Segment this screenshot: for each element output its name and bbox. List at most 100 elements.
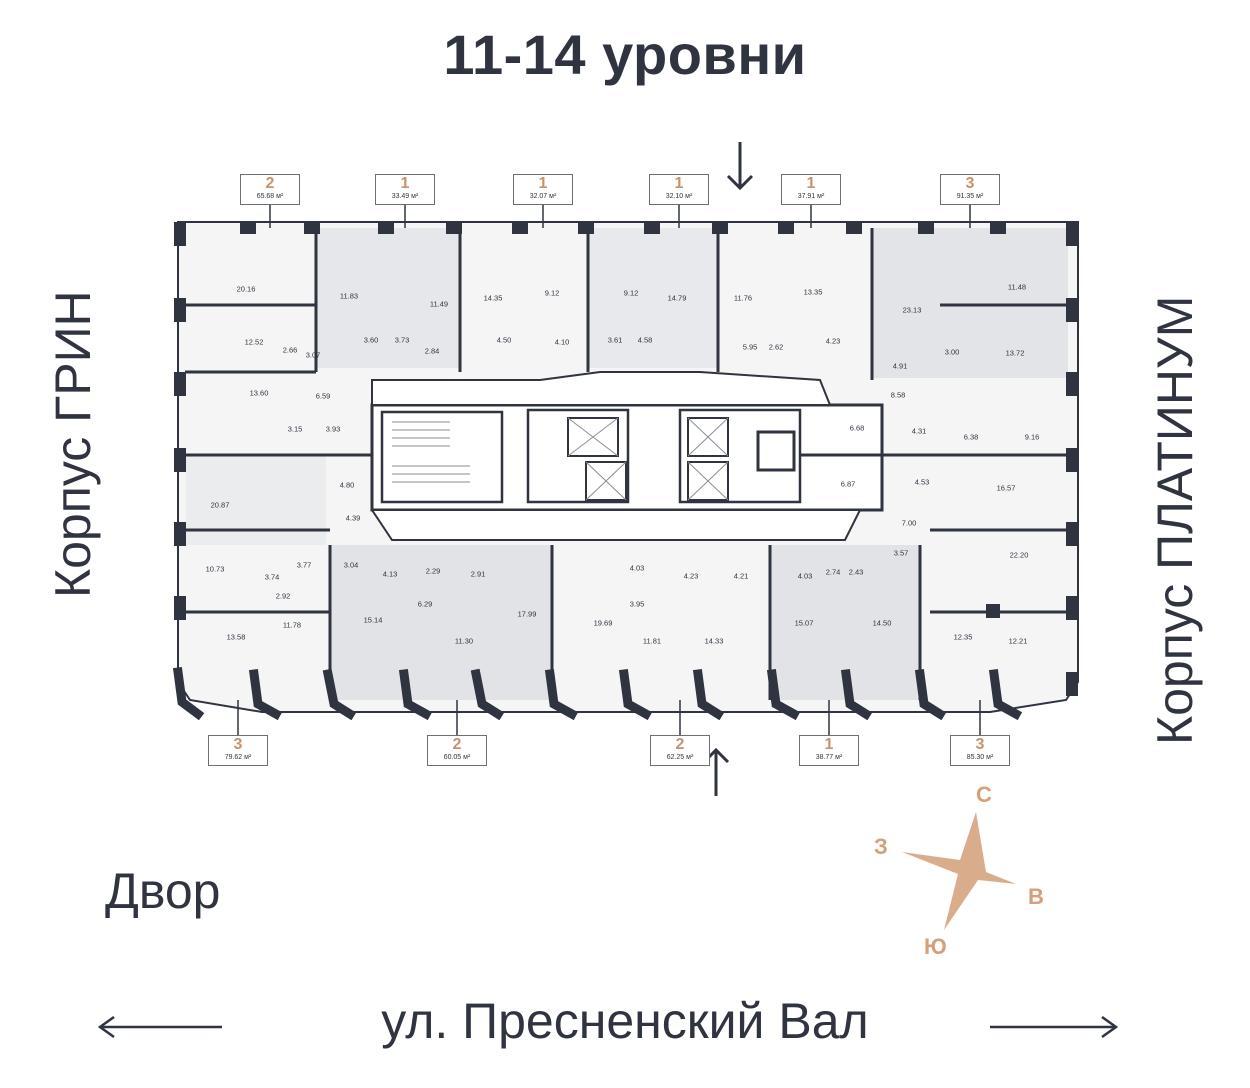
room-area-label: 3.00 [944, 347, 960, 357]
room-area-label: 3.07 [305, 350, 321, 360]
building-body [177, 221, 1079, 713]
room-area-label: 6.59 [315, 391, 331, 401]
room-area-label: 2.91 [470, 569, 486, 579]
courtyard-label: Двор [105, 863, 221, 919]
room-area-label: 5.95 [742, 342, 758, 352]
room-area-label: 3.74 [264, 572, 280, 582]
apartment-badge[interactable]: 3 79.62 м² [208, 735, 268, 766]
room-area-label: 3.57 [893, 548, 909, 558]
apartment-rooms: 3 [965, 175, 975, 192]
room-area-label: 4.23 [683, 571, 699, 581]
room-area-label: 11.78 [282, 620, 302, 630]
compass-east: В [1028, 884, 1044, 909]
room-area-label: 23.13 [902, 305, 922, 315]
bottom-columns [172, 666, 1023, 721]
room-area-label: 15.14 [363, 615, 383, 625]
apartment-badge[interactable]: 1 37.91 м² [781, 174, 841, 205]
apartment-rooms: 1 [806, 175, 816, 192]
room-area-label: 6.87 [840, 479, 856, 489]
room-area-label: 3.61 [607, 335, 623, 345]
street-label: ул. Пресненский Вал [381, 993, 869, 1049]
room-area-label: 13.35 [803, 287, 823, 297]
columns [174, 222, 1078, 696]
apartment-badge[interactable]: 1 38.77 м² [799, 735, 859, 766]
street-arrow-left [97, 1015, 222, 1039]
room-area-label: 17.99 [517, 609, 537, 619]
apartment-rooms: 3 [975, 736, 985, 753]
room-area-label: 9.12 [544, 288, 560, 298]
room-area-label: 13.60 [249, 388, 269, 398]
room-area-label: 3.95 [629, 599, 645, 609]
room-area-label: 14.33 [704, 636, 724, 646]
room-area-label: 4.53 [914, 477, 930, 487]
room-area-label: 4.10 [554, 337, 570, 347]
apartment-rooms: 2 [452, 736, 462, 753]
room-area-label: 2.29 [425, 566, 441, 576]
room-area-label: 4.39 [345, 513, 361, 523]
room-area-label: 4.58 [637, 335, 653, 345]
room-area-label: 15.07 [794, 618, 814, 628]
room-area-label: 11.76 [733, 293, 753, 303]
room-area-label: 8.58 [890, 390, 906, 400]
page-title: 11-14 уровни [443, 23, 807, 86]
room-area-label: 4.91 [892, 361, 908, 371]
apartment-area: 33.49 м² [391, 193, 419, 200]
room-area-label: 12.21 [1008, 636, 1028, 646]
room-area-label: 6.38 [963, 432, 979, 442]
compass-rose [902, 812, 1016, 930]
street-arrow-right [990, 1015, 1119, 1039]
room-area-label: 4.23 [825, 336, 841, 346]
room-area-label: 14.50 [872, 618, 892, 628]
apartment-area: 62.25 м² [666, 754, 694, 761]
room-area-label: 2.74 [825, 567, 841, 577]
left-building-label: Корпус ГРИН [45, 290, 101, 598]
room-area-label: 9.12 [623, 288, 639, 298]
room-area-label: 10.73 [205, 564, 225, 574]
apartment-rooms: 1 [824, 736, 834, 753]
room-area-label: 2.66 [282, 345, 298, 355]
compass-west: З [874, 834, 888, 859]
apartment-rooms: 1 [400, 175, 410, 192]
room-area-label: 4.21 [733, 571, 749, 581]
apartment-badge[interactable]: 2 60.05 м² [427, 735, 487, 766]
room-area-label: 14.35 [483, 293, 503, 303]
room-area-label: 3.77 [296, 560, 312, 570]
room-area-label: 13.72 [1005, 348, 1025, 358]
room-area-label: 11.81 [642, 636, 662, 646]
compass-south: Ю [924, 934, 947, 959]
apartment-badge[interactable]: 1 32.07 м² [513, 174, 573, 205]
compass-north: С [976, 782, 992, 807]
badge-connectors [237, 204, 981, 735]
room-area-label: 4.80 [339, 480, 355, 490]
room-area-label: 2.92 [275, 591, 291, 601]
apartment-rooms: 1 [674, 175, 684, 192]
apartment-rooms: 1 [538, 175, 548, 192]
apartment-rooms: 2 [265, 175, 275, 192]
room-area-label: 3.73 [394, 335, 410, 345]
room-area-label: 11.48 [1007, 282, 1027, 292]
apartment-badge[interactable]: 2 62.25 м² [650, 735, 710, 766]
room-area-label: 22.20 [1009, 550, 1029, 560]
room-area-label: 12.52 [244, 337, 264, 347]
room-area-label: 2.84 [424, 346, 440, 356]
apartment-badge[interactable]: 3 85.30 м² [950, 735, 1010, 766]
apartment-badge[interactable]: 3 91.35 м² [940, 174, 1000, 205]
room-area-label: 9.16 [1024, 432, 1040, 442]
apartment-area: 32.07 м² [529, 193, 557, 200]
apartment-area: 85.30 м² [966, 754, 994, 761]
room-area-label: 6.29 [417, 599, 433, 609]
apartment-badge[interactable]: 1 32.10 м² [649, 174, 709, 205]
right-building-label: Корпус ПЛАТИНУМ [1147, 295, 1203, 745]
room-area-label: 7.00 [901, 518, 917, 528]
room-area-label: 3.04 [343, 560, 359, 570]
room-area-label: 4.31 [911, 426, 927, 436]
apartment-badge[interactable]: 1 33.49 м² [375, 174, 435, 205]
apartment-badge[interactable]: 2 65.68 м² [240, 174, 300, 205]
room-area-label: 20.16 [236, 284, 256, 294]
room-area-label: 12.35 [953, 632, 973, 642]
apartment-rooms: 2 [675, 736, 685, 753]
apartment-area: 38.77 м² [815, 754, 843, 761]
entrance-arrow-top [726, 142, 754, 191]
apartment-area: 79.62 м² [224, 754, 252, 761]
